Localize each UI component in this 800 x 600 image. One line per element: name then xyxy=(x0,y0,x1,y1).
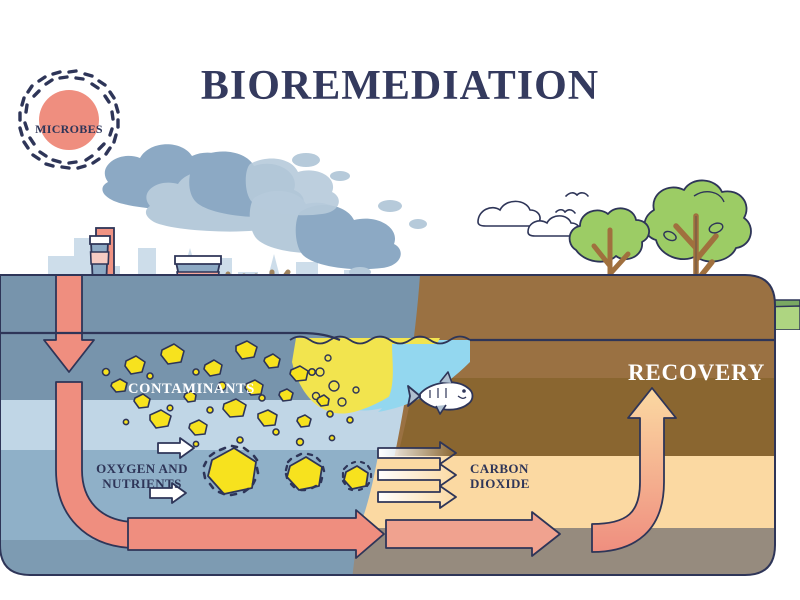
label-carbon-line2: DIOXIDE xyxy=(470,475,530,491)
recovery-rise-arrow xyxy=(591,387,677,553)
carbon-dioxide-arrows xyxy=(377,441,457,509)
label-oxygen-line2: NUTRIENTS xyxy=(102,475,182,491)
main-flow-arrow-1 xyxy=(127,509,385,559)
recovery-clouds xyxy=(477,200,581,237)
blob-small xyxy=(341,460,373,492)
microbes-badge xyxy=(18,69,120,170)
smoke-clouds xyxy=(102,144,427,277)
injection-arrow-top xyxy=(43,275,95,373)
blob-large xyxy=(202,444,260,497)
oxygen-arrow-2 xyxy=(149,482,187,504)
soil-layer-tan-right xyxy=(430,456,775,530)
soil-layer-top-right xyxy=(430,275,775,380)
soil-layer-dark-right xyxy=(430,378,775,458)
subsurface xyxy=(0,275,775,575)
microbes-core xyxy=(39,90,99,150)
co2-arrow-1 xyxy=(377,441,457,465)
co2-arrow-3 xyxy=(377,485,457,509)
label-oxygen-nutrients: OXYGEN AND NUTRIENTS xyxy=(96,461,188,491)
subsurface-frame xyxy=(0,274,776,576)
main-flow-arrow-2 xyxy=(385,511,561,557)
ground-line-left xyxy=(0,331,341,342)
microbe-coated-contaminants xyxy=(202,444,373,497)
microbes-badge-label: MICROBES xyxy=(35,122,103,136)
label-contaminants: CONTAMINANTS xyxy=(128,381,255,397)
microbe-flow-arrow xyxy=(43,275,677,559)
oxygen-nutrient-arrows xyxy=(149,437,195,504)
label-carbon-dioxide: CARBON DIOXIDE xyxy=(470,461,530,491)
birds xyxy=(555,192,589,214)
label-recovery: RECOVERY xyxy=(628,360,766,385)
oxygen-arrow-1 xyxy=(157,437,195,459)
water-surface xyxy=(289,335,471,345)
co2-arrow-2 xyxy=(377,463,457,487)
label-carbon-line1: CARBON xyxy=(470,461,529,476)
label-oxygen-line1: OXYGEN AND xyxy=(96,461,188,476)
microbe-ring xyxy=(18,69,120,170)
fish xyxy=(407,371,474,415)
contaminant-particles xyxy=(101,340,354,448)
page-title: BIOREMEDIATION xyxy=(200,63,600,109)
blob-medium xyxy=(284,452,326,492)
